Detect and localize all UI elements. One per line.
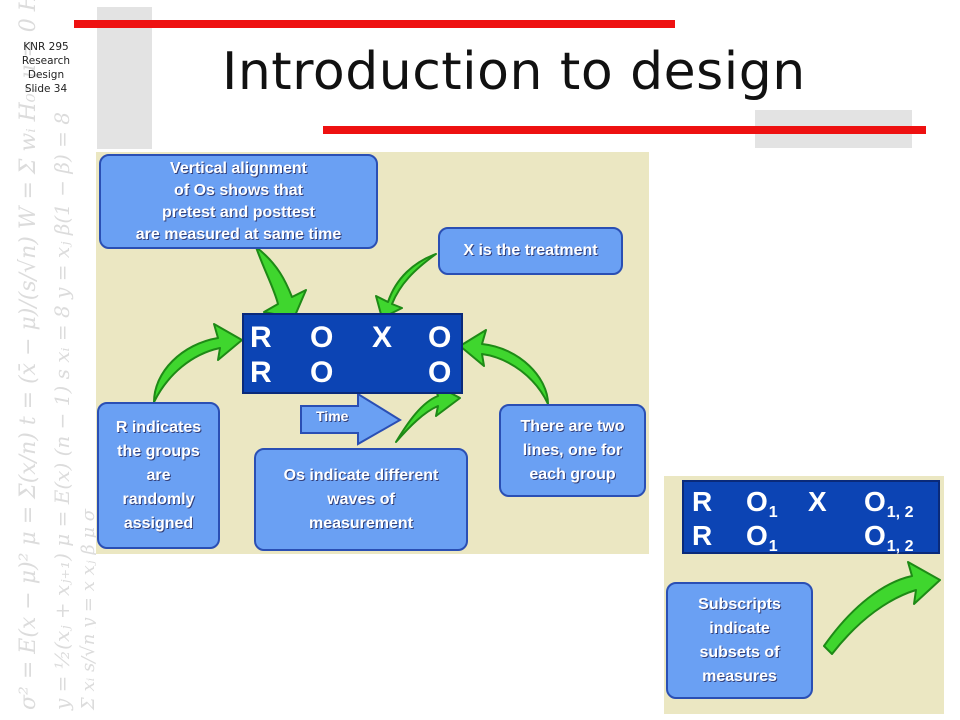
- callout-line: randomly: [122, 490, 195, 508]
- symbol-pretest-group1: O: [310, 321, 334, 354]
- symbol-pretest-group1: O1: [746, 487, 778, 522]
- decor-red-bar-top: [74, 20, 675, 28]
- formula-background: σ² = E(x − μ)² μ = Σ(x/n) t = (x̄ − μ)/(…: [0, 0, 96, 720]
- callout-line: each group: [529, 465, 616, 483]
- callout-line: measurement: [308, 514, 414, 532]
- symbol-r-group2: R: [250, 356, 272, 389]
- callout-line: assigned: [123, 514, 194, 532]
- symbol-posttest-group2: O1, 2: [864, 521, 913, 556]
- arrow-subscripts-to-notation: [823, 561, 941, 655]
- callout-line: are measured at same time: [135, 225, 342, 243]
- main-diagram-panel: Time Vertical alignment of Os shows that…: [96, 152, 649, 554]
- callout-two-lines: There are two lines, one for each group: [499, 404, 646, 497]
- symbol-o: O: [864, 520, 886, 551]
- callout-line: pretest and posttest: [162, 203, 315, 221]
- subscript: 1: [768, 538, 778, 555]
- subscript: 1, 2: [886, 504, 914, 521]
- callout-vertical-alignment: Vertical alignment of Os shows that pret…: [99, 154, 378, 249]
- callout-treatment: X is the treatment: [438, 227, 623, 275]
- design-notation-box: R O X O R O O: [242, 313, 463, 394]
- slide-number: Slide 34: [24, 83, 68, 95]
- callout-line: R indicates: [115, 418, 202, 436]
- symbol-posttest-group1: O: [428, 321, 452, 354]
- symbol-pretest-group2: O: [310, 356, 334, 389]
- arrows-layer: [153, 246, 549, 446]
- arrow-random-to-r: [153, 323, 243, 403]
- course-word-design: Design: [27, 69, 65, 81]
- course-label: KNR 295 Research Design Slide 34: [6, 40, 86, 96]
- symbol-treatment-x: X: [372, 321, 393, 354]
- subscript-diagram-panel: R O1 X O1, 2 R O1 O1, 2 Subscripts indic…: [664, 476, 944, 714]
- callout-line: measures: [702, 667, 777, 685]
- symbol-o: O: [864, 486, 886, 517]
- callout-line: indicate: [709, 619, 770, 637]
- symbol-pretest-group2: O1: [746, 521, 778, 556]
- symbol-r-group2: R: [692, 520, 713, 551]
- callout-line: lines, one for: [522, 441, 623, 459]
- callout-line: waves of: [327, 490, 395, 508]
- subscript-arrow-layer: [823, 561, 941, 655]
- symbol-o: O: [746, 486, 768, 517]
- callout-line: are: [146, 466, 171, 484]
- decor-red-bar-bottom: [323, 126, 926, 134]
- callout-waves: Os indicate different waves of measureme…: [254, 448, 468, 551]
- course-word-research: Research: [21, 55, 71, 67]
- subscript: 1: [768, 504, 778, 521]
- formula-watermark: y = ½(xⱼ + xⱼ₊₁) μ = E(x) (n − 1) s xᵢ =…: [50, 112, 74, 710]
- symbol-posttest-group2: O: [428, 356, 452, 389]
- time-arrow: [300, 392, 402, 446]
- subscript: 1, 2: [886, 538, 914, 555]
- callout-line: the groups: [117, 442, 200, 460]
- arrow-lines-to-o: [459, 329, 549, 405]
- arrow-alignment-to-pretest: [255, 246, 307, 319]
- symbol-r-group1: R: [692, 486, 713, 517]
- callout-line: X is the treatment: [463, 242, 598, 259]
- callout-random-assignment: R indicates the groups are randomly assi…: [97, 402, 220, 549]
- slide-title: Introduction to design: [222, 42, 806, 102]
- symbol-r-group1: R: [250, 321, 272, 354]
- symbol-o: O: [746, 520, 768, 551]
- formula-watermark: σ² = E(x − μ)² μ = Σ(x/n) t = (x̄ − μ)/(…: [16, 0, 41, 710]
- subscript-notation-box: R O1 X O1, 2 R O1 O1, 2: [682, 480, 940, 556]
- callout-line: subsets of: [699, 643, 780, 661]
- callout-line: of Os shows that: [174, 181, 303, 199]
- symbol-posttest-group1: O1, 2: [864, 487, 913, 522]
- formula-watermark: Σ xᵢ s/√n y = x xⱼ β μ σ: [78, 509, 96, 710]
- callout-line: Os indicate different: [283, 466, 439, 484]
- decor-gray-block-left: [97, 7, 152, 149]
- callout-line: Vertical alignment: [170, 159, 307, 177]
- callout-subscripts: Subscripts indicate subsets of measures: [666, 582, 813, 699]
- arrow-treatment-to-x: [375, 253, 437, 319]
- symbol-treatment-x: X: [808, 486, 827, 517]
- course-code: KNR 295: [23, 41, 69, 53]
- time-label: Time: [316, 408, 349, 424]
- callout-line: There are two: [520, 417, 625, 435]
- callout-line: Subscripts: [698, 595, 781, 613]
